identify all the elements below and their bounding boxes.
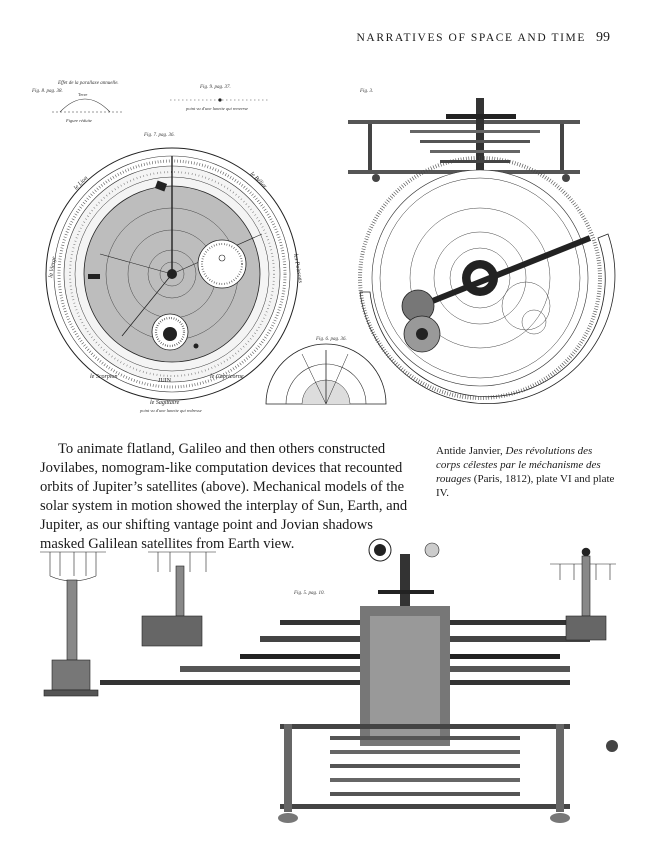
central-column: [100, 538, 590, 746]
fig-8-sketch: Fig. 8. pag. 38. Effet de la parallaxe a…: [31, 81, 122, 123]
jovilabe-dial: Fig. 7. pag. 36. JUIN le Sagittaire: [45, 133, 303, 413]
jovilabe-plate: Fig. 8. pag. 38. Effet de la parallaxe a…: [31, 81, 616, 413]
fig-5-label: Fig. 5. pag. 10.: [293, 591, 325, 596]
fig-38-label: Fig. 8. pag. 38.: [31, 89, 63, 94]
sign-sagittaire: le Sagittaire: [150, 400, 180, 406]
running-head-title: NARRATIVES OF SPACE AND TIME: [356, 32, 586, 44]
point-lunette-label: point vu d'une lunette qui renverse: [185, 106, 248, 111]
terre-label: Terre: [78, 92, 87, 97]
page-number: 99: [596, 30, 610, 45]
second-tower: [141, 551, 216, 647]
figure-caption: Antide Janvier, Des révolutions des corp…: [436, 444, 618, 500]
effet-label: Effet de la parallaxe annuelle.: [57, 81, 119, 86]
sign-capricorne: le Capricorne: [210, 374, 244, 380]
orrery-plate: Fig. 5. pag. 10.: [40, 538, 618, 823]
caption-details: (Paris, 1812), plate VI and plate IV.: [436, 473, 615, 499]
fig-6-label: Fig. 6. pag. 36.: [315, 337, 347, 342]
point-lunette-2-label: point vu d'une lunette qui redresse: [139, 408, 202, 413]
sign-poissons: les Poissons: [292, 253, 303, 284]
fig-9-sketch: Fig. 9. pag. 37. point vu d'une lunette …: [170, 85, 270, 111]
figure-reduite-label: Figure réduite: [65, 118, 92, 123]
running-head: NARRATIVES OF SPACE AND TIME 99: [357, 30, 610, 46]
fig-3-clockwork: Fig. 3.: [348, 89, 580, 182]
body-paragraph: To animate flatland, Galileo and then ot…: [40, 441, 408, 552]
right-tower: [550, 547, 616, 641]
sign-scorpion: le Scorpion: [90, 374, 118, 380]
caption-title: Des révolutions des corps célestes par l…: [436, 445, 601, 485]
lower-frame: [278, 724, 618, 823]
fig-37-label: Fig. 9. pag. 37.: [199, 85, 231, 90]
sign-vierge: la Vierge: [48, 256, 58, 279]
fig-4-gear-disk: Fig. 4. pag. 15.: [358, 156, 616, 404]
fig-6-quarter-dial: Fig. 6. pag. 36.: [265, 337, 387, 405]
month-juin: JUIN: [158, 378, 172, 384]
fig-36-label: Fig. 7. pag. 36.: [143, 133, 175, 138]
fig-3-label: Fig. 3.: [359, 89, 373, 94]
caption-author: Antide Janvier,: [436, 445, 503, 457]
left-tower: [40, 551, 106, 697]
